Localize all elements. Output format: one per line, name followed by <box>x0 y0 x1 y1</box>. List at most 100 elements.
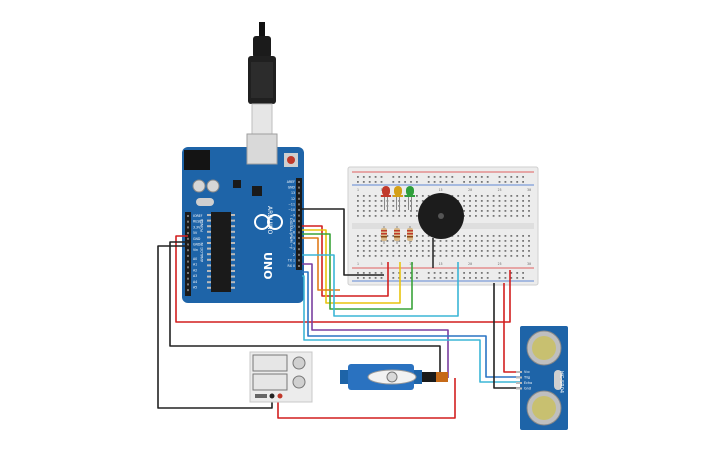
breadboard-hole <box>475 210 477 212</box>
wire-led-red <box>302 225 389 297</box>
breadboard-hole <box>498 181 501 183</box>
resistor-group <box>381 226 413 244</box>
breadboard-hole <box>445 272 448 274</box>
breadboard-hole <box>498 240 501 242</box>
wire-trig <box>302 271 520 378</box>
header-pin <box>298 186 300 189</box>
breadboard-hole <box>357 195 359 197</box>
breadboard-hole <box>451 277 454 279</box>
breadboard-hole <box>498 200 501 202</box>
chip-pin <box>207 270 211 272</box>
breadboard-hole <box>386 235 389 237</box>
breadboard-hole <box>386 210 389 212</box>
chip-pin <box>231 270 235 272</box>
breadboard-hole <box>457 255 460 257</box>
breadboard-hole <box>486 272 489 274</box>
breadboard-hole <box>516 210 519 212</box>
breadboard-hole <box>433 245 436 247</box>
analog-pin-label: A3 <box>193 274 197 278</box>
ultrasonic-pin <box>516 371 522 373</box>
breadboard-hole <box>522 245 524 247</box>
header-pin <box>298 259 300 262</box>
breadboard-hole <box>492 245 495 247</box>
breadboard-hole <box>433 181 436 183</box>
chip-pin <box>207 219 211 222</box>
breadboard-hole <box>433 240 436 242</box>
chip-pin <box>231 225 235 228</box>
header-pin <box>187 283 189 286</box>
header-pin <box>187 220 189 223</box>
breadboard-hole <box>469 235 471 237</box>
breadboard-hole <box>492 235 495 237</box>
breadboard-hole <box>475 200 477 202</box>
chip-pin <box>207 214 211 216</box>
breadboard-hole <box>362 215 365 217</box>
breadboard-hole <box>404 210 406 212</box>
breadboard-hole <box>469 240 471 242</box>
breadboard-hole <box>416 277 418 279</box>
breadboard-hole <box>398 215 401 217</box>
breadboard-hole <box>480 181 483 183</box>
header-pin <box>298 197 300 200</box>
breadboard-hole <box>421 195 424 197</box>
breadboard-hole <box>486 250 489 252</box>
breadboard-hole <box>516 255 519 257</box>
breadboard-hole <box>392 210 395 212</box>
led-green <box>405 186 415 210</box>
breadboard-hole <box>492 200 495 202</box>
digital-pin-label: RX 0 <box>288 264 295 268</box>
breadboard-hole <box>475 215 477 217</box>
breadboard-hole <box>469 181 471 183</box>
breadboard-hole <box>427 235 430 237</box>
breadboard-hole <box>380 200 383 202</box>
breadboard-hole <box>492 255 495 257</box>
breadboard-hole <box>416 215 418 217</box>
breadboard-hole <box>439 176 442 178</box>
breadboard-hole <box>362 255 365 257</box>
servo-motor <box>340 364 448 390</box>
breadboard-hole <box>404 205 406 207</box>
breadboard-hole <box>475 255 477 257</box>
breadboard-hole <box>416 255 418 257</box>
breadboard-hole <box>469 200 471 202</box>
breadboard-hole <box>492 195 495 197</box>
breadboard-hole <box>492 215 495 217</box>
breadboard-hole <box>510 255 513 257</box>
breadboard-hole <box>410 210 412 212</box>
breadboard-hole <box>498 277 501 279</box>
digital-pin-label: ~3 <box>290 247 295 251</box>
breadboard-hole <box>421 235 424 237</box>
breadboard-hole <box>357 176 359 178</box>
breadboard-hole <box>504 235 507 237</box>
breadboard-hole <box>457 235 460 237</box>
breadboard-hole <box>469 210 471 212</box>
breadboard-hole <box>357 181 359 183</box>
breadboard-hole <box>510 195 513 197</box>
arduino-logo-icon <box>254 214 283 230</box>
breadboard-hole <box>510 215 513 217</box>
breadboard-column-number: 25 <box>498 188 502 192</box>
breadboard-hole <box>416 181 418 183</box>
breadboard-hole <box>374 272 377 274</box>
breadboard-hole <box>451 272 454 274</box>
breadboard-hole <box>516 205 519 207</box>
breadboard-hole <box>410 245 412 247</box>
breadboard-column-number: 1 <box>357 188 359 192</box>
breadboard-hole <box>445 245 448 247</box>
breadboard-hole <box>374 210 377 212</box>
breadboard-hole <box>504 240 507 242</box>
breadboard-hole <box>504 215 507 217</box>
header-pin <box>187 260 189 263</box>
breadboard-hole <box>486 240 489 242</box>
breadboard-hole <box>392 205 395 207</box>
breadboard-hole <box>380 250 383 252</box>
breadboard-hole <box>427 195 430 197</box>
header-pin <box>187 237 189 240</box>
breadboard-hole <box>374 245 377 247</box>
breadboard-hole <box>469 215 471 217</box>
breadboard-hole <box>392 215 395 217</box>
analog-pin-label: A2 <box>193 268 197 272</box>
header-pin <box>187 243 189 246</box>
breadboard-hole <box>386 255 389 257</box>
breadboard-hole <box>522 277 524 279</box>
